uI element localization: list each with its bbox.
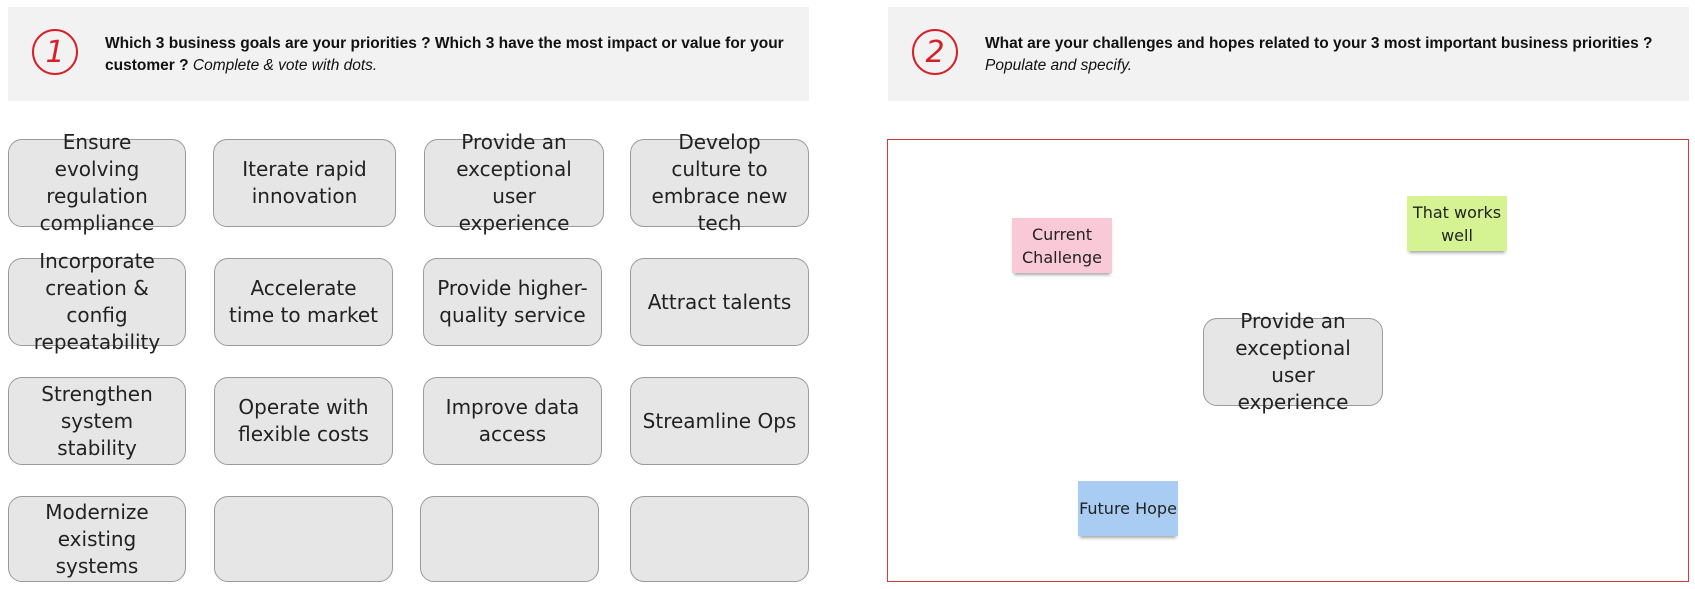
goal-card[interactable]: Accelerate time to market bbox=[214, 258, 393, 346]
challenges-board[interactable]: Current Challenge That works well Future… bbox=[887, 139, 1689, 582]
goal-card[interactable]: Strengthen system stability bbox=[8, 377, 186, 465]
step1-instructions: Which 3 business goals are your prioriti… bbox=[105, 33, 793, 77]
empty-goal-card[interactable] bbox=[420, 496, 599, 582]
works-well-sticky[interactable]: That works well bbox=[1407, 196, 1507, 251]
step1-header: 1 Which 3 business goals are your priori… bbox=[8, 7, 809, 101]
goal-card[interactable]: Provide higher-quality service bbox=[423, 258, 602, 346]
goal-card[interactable]: Incorporate creation & config repeatabil… bbox=[8, 249, 186, 354]
current-challenge-sticky[interactable]: Current Challenge bbox=[1012, 218, 1112, 273]
step1-hint: Complete & vote with dots. bbox=[192, 57, 378, 74]
goal-card[interactable]: Streamline Ops bbox=[630, 377, 809, 465]
goal-card[interactable]: Attract talents bbox=[630, 258, 809, 346]
goal-card[interactable]: Operate with flexible costs bbox=[214, 377, 393, 465]
priority-card[interactable]: Provide an exceptional user experience bbox=[1203, 309, 1383, 414]
step2-header: 2 What are your challenges and hopes rel… bbox=[888, 7, 1689, 101]
step2-number-badge: 2 bbox=[912, 29, 958, 75]
goal-card[interactable]: Develop culture to embrace new tech bbox=[630, 130, 809, 235]
step2-question: What are your challenges and hopes relat… bbox=[985, 35, 1653, 52]
step1-number-badge: 1 bbox=[32, 29, 78, 75]
goal-card[interactable]: Modernize existing systems bbox=[8, 496, 186, 582]
goal-card[interactable]: Improve data access bbox=[423, 377, 602, 465]
goal-card[interactable]: Ensure evolving regulation compliance bbox=[8, 130, 186, 235]
step2-instructions: What are your challenges and hopes relat… bbox=[985, 33, 1673, 77]
empty-goal-card[interactable] bbox=[630, 496, 809, 582]
future-hope-sticky[interactable]: Future Hope bbox=[1078, 481, 1178, 536]
goal-card[interactable]: Iterate rapid innovation bbox=[213, 139, 396, 227]
step2-hint: Populate and specify. bbox=[985, 57, 1133, 74]
empty-goal-card[interactable] bbox=[214, 496, 393, 582]
goal-card[interactable]: Provide an exceptional user experience bbox=[424, 130, 604, 235]
step1-question: Which 3 business goals are your prioriti… bbox=[105, 35, 784, 74]
